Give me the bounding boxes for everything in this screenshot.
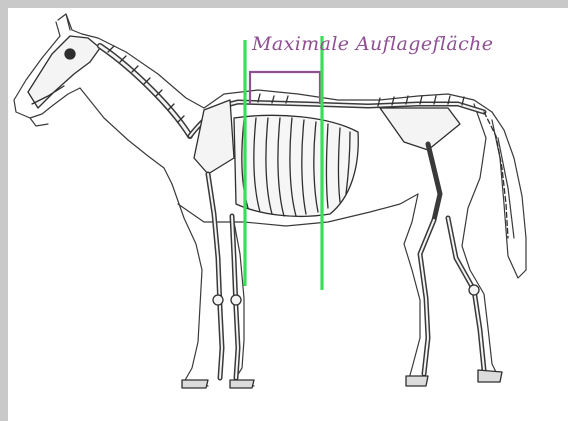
caption-label: Maximale Auflagefläche	[251, 33, 493, 55]
horse-skeleton-diagram: Maximale Auflagefläche	[8, 8, 568, 421]
horse-skeleton	[28, 36, 508, 388]
support-area-bracket	[250, 72, 320, 104]
diagram-canvas: Maximale Auflagefläche	[8, 8, 568, 421]
